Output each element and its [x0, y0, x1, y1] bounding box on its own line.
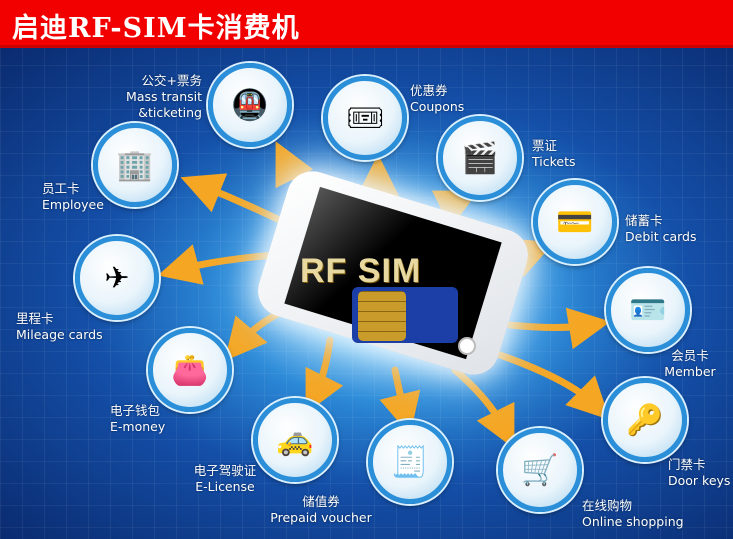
home-button-icon: [458, 337, 476, 355]
label-zh: 员工卡: [42, 181, 80, 196]
arrow: [506, 307, 611, 350]
label-zh: 公交+票务: [141, 73, 202, 88]
arrow: [157, 244, 279, 285]
label-zh: 门禁卡: [668, 457, 706, 472]
sim-card: [352, 287, 458, 343]
label-zh: 储蓄卡: [625, 213, 663, 228]
car-icon: 🚕: [253, 398, 337, 482]
ticket-icon: 🎬: [438, 116, 522, 200]
label-en: Tickets: [532, 154, 576, 169]
label-zh: 优惠券: [410, 83, 448, 98]
sim-chip-icon: [358, 291, 406, 341]
label-en: Coupons: [410, 99, 465, 114]
arrow: [379, 366, 421, 436]
arrow: [496, 351, 610, 420]
label-en: Prepaid voucher: [270, 510, 372, 525]
page-title: 启迪RF-SIM卡消费机: [12, 13, 300, 44]
label-en: Door keys: [668, 473, 731, 488]
label-en: E-money: [110, 419, 166, 434]
label-zh: 电子驾驶证: [193, 463, 257, 478]
label-zh: 里程卡: [16, 311, 54, 326]
debit-card-icon: 💳: [533, 180, 617, 264]
coupon-icon: 🎟: [323, 76, 407, 160]
label-zh: 在线购物: [582, 498, 633, 513]
label-en: Mileage cards: [16, 327, 103, 342]
arrow: [451, 366, 515, 449]
building-icon: 🏢: [93, 123, 177, 207]
shopping-icon: 🛒: [498, 428, 582, 512]
label-zh: 储值券: [302, 494, 340, 509]
voucher-icon: 🧾: [368, 420, 452, 504]
label-en: Member: [664, 364, 716, 379]
arrow: [305, 336, 344, 414]
label-en: Employee: [42, 197, 104, 212]
header-bar: 启迪RF-SIM卡消费机: [0, 0, 733, 48]
label-en: E-License: [195, 479, 255, 494]
label-zh: 电子钱包: [110, 403, 161, 418]
transit-icon: 🚇: [208, 63, 292, 147]
label-en: Mass transit: [126, 89, 202, 104]
door-key-icon: 🔑: [603, 378, 687, 462]
label-en: Debit cards: [625, 229, 697, 244]
label-zh: 会员卡: [671, 348, 709, 363]
airplane-icon: ✈: [75, 236, 159, 320]
rf-sim-logo: RF SIM: [300, 252, 422, 290]
member-card-icon: 🪪: [606, 268, 690, 352]
wallet-icon: 👛: [148, 328, 232, 412]
label-en: &ticketing: [138, 105, 202, 120]
label-zh: 票证: [532, 138, 558, 153]
label-en: Online shopping: [582, 514, 684, 529]
